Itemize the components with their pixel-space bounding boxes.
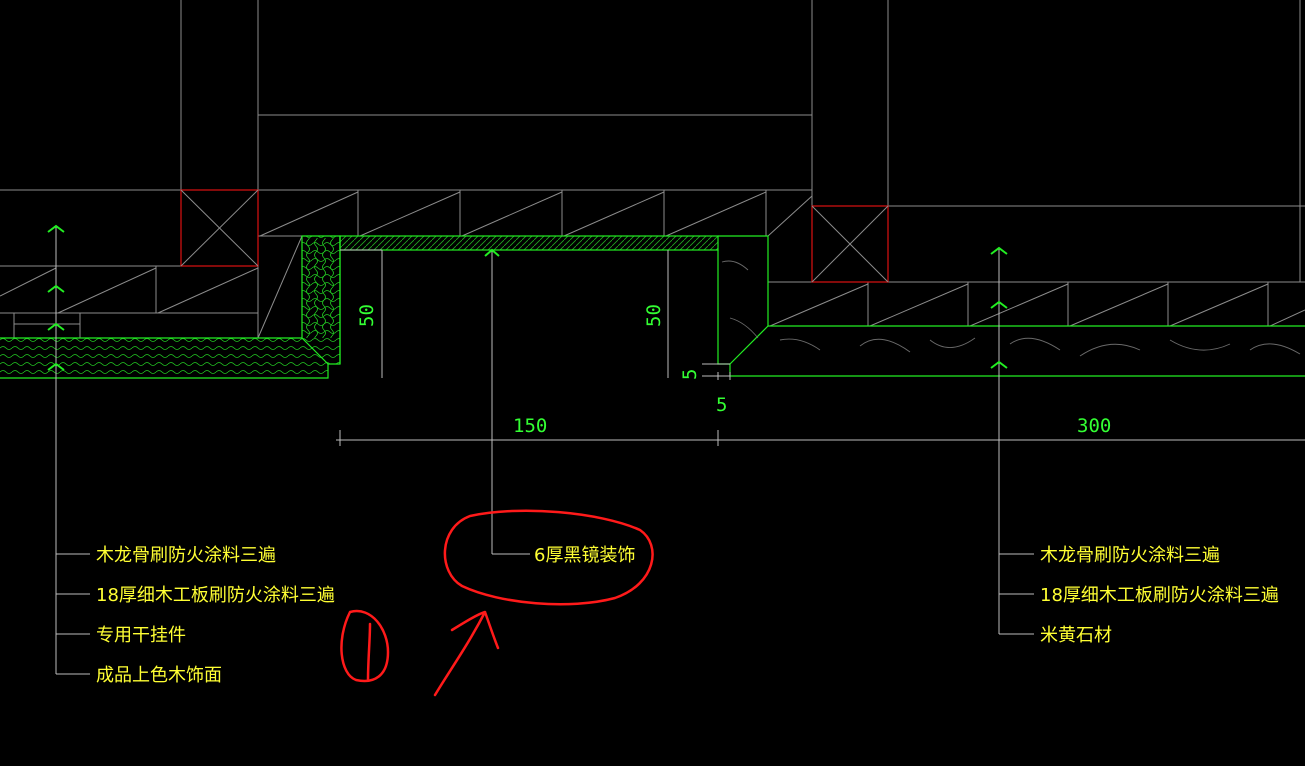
markup-circle-number-one: [340, 609, 390, 683]
note-center: 6厚黑镜装饰: [534, 545, 635, 566]
black-mirror-panel: [339, 235, 719, 364]
notes-right: 木龙骨刷防火涂料三遍 18厚细木工板刷防火涂料三遍 米黄石材: [1040, 545, 1279, 646]
note-left-3: 专用干挂件: [96, 625, 186, 646]
dimension-300: 300: [1077, 415, 1111, 437]
markup-arrow: [433, 610, 500, 697]
dimension-5-vertical: 5: [679, 369, 701, 380]
markup-digit-one: [366, 622, 372, 682]
note-right-1: 木龙骨刷防火涂料三遍: [1040, 545, 1220, 566]
note-right-2: 18厚细木工板刷防火涂料三遍: [1040, 585, 1279, 606]
wood-veneer-finish: [0, 235, 341, 379]
note-left-1: 木龙骨刷防火涂料三遍: [96, 545, 276, 566]
red-markup: [340, 509, 654, 697]
note-right-3: 米黄石材: [1040, 625, 1112, 646]
dimension-50-left: 50: [356, 304, 378, 327]
notes-left: 木龙骨刷防火涂料三遍 18厚细木工板刷防火涂料三遍 专用干挂件 成品上色木饰面: [96, 545, 335, 686]
markup-ellipse-highlight: [443, 509, 654, 606]
dimension-5-horizontal: 5: [716, 394, 727, 416]
dimension-texts: 50 50 5 5 150 300: [356, 304, 1111, 437]
dimension-150: 150: [513, 415, 547, 437]
dimension-lines: [336, 249, 1305, 446]
note-left-2: 18厚细木工板刷防火涂料三遍: [96, 585, 335, 606]
note-left-4: 成品上色木饰面: [96, 665, 222, 686]
structure-lines: [0, 0, 1305, 339]
leader-lines: [55, 226, 1034, 675]
keel-block-left: [180, 189, 259, 267]
leader-arrowheads: [47, 224, 1008, 371]
dimension-50-right: 50: [643, 304, 665, 327]
keel-block-right: [811, 205, 889, 283]
